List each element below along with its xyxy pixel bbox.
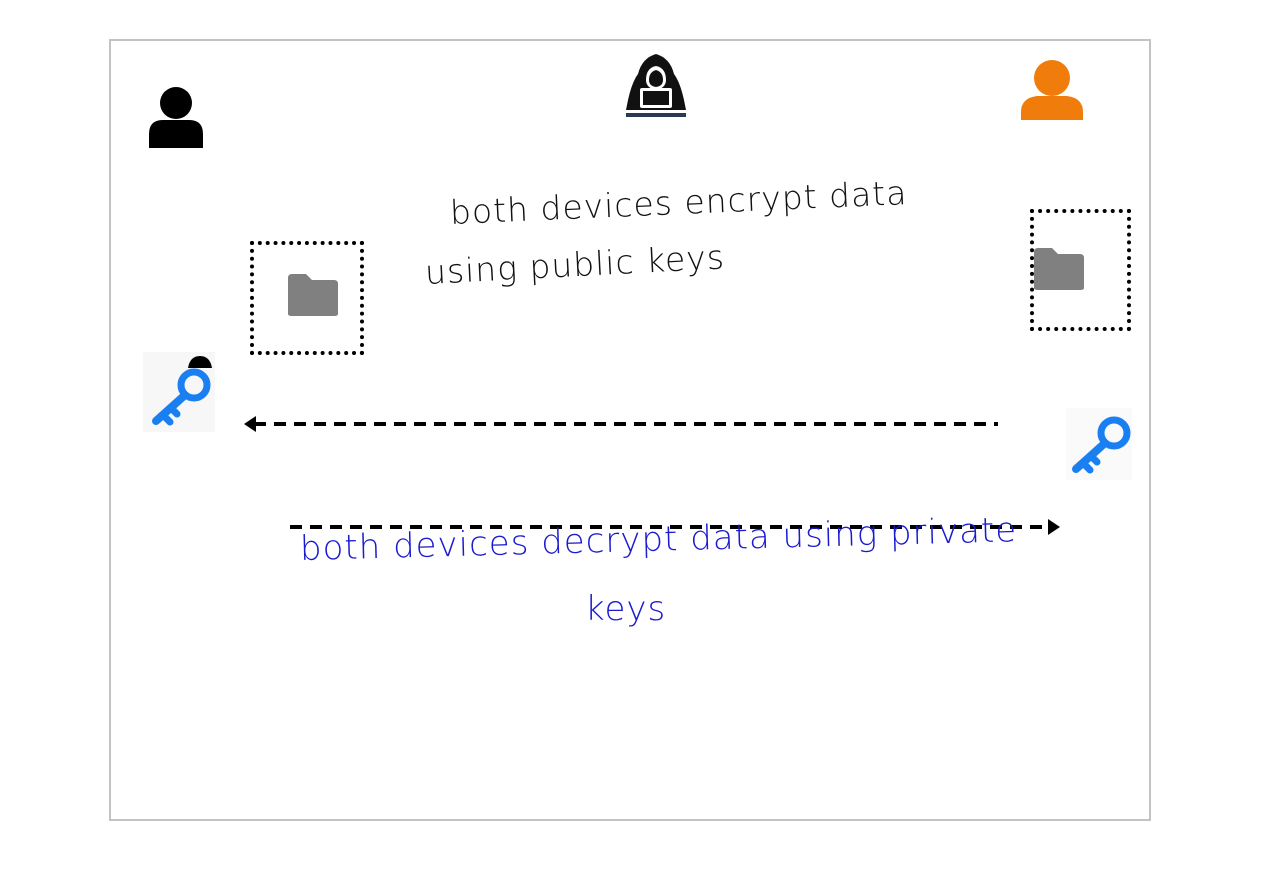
right-data-box	[1030, 209, 1131, 331]
left-data-box	[250, 241, 364, 355]
arrow-to-right	[290, 519, 1060, 535]
left-key-icon	[152, 368, 211, 426]
peek-icon	[188, 356, 212, 368]
arrow-to-left	[244, 416, 998, 432]
right-user-icon	[1021, 60, 1083, 120]
right-key-icon	[1072, 416, 1131, 474]
right-folder-icon	[1034, 248, 1084, 290]
decrypt-note-line2: keys	[585, 589, 667, 629]
left-folder-icon	[288, 274, 338, 316]
left-user-icon	[149, 87, 203, 148]
diagram-frame	[109, 39, 1151, 821]
hacker-icon	[626, 54, 686, 117]
